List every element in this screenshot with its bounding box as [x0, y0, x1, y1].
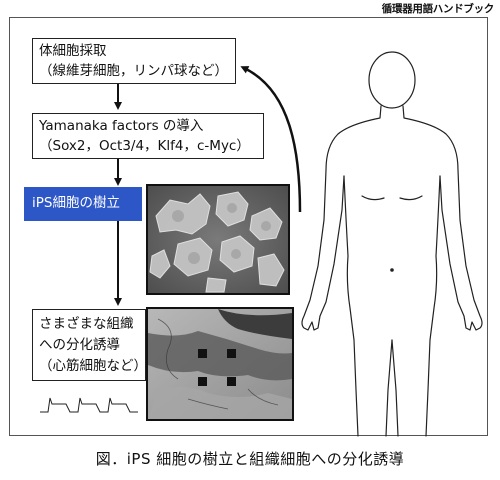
arrow-body-to-step1	[244, 68, 300, 212]
ecg-waveform-icon	[40, 398, 138, 412]
figure-caption: 図．iPS 細胞の樹立と組織細胞への分化誘導	[0, 448, 500, 469]
body-outline-icon	[302, 52, 482, 436]
